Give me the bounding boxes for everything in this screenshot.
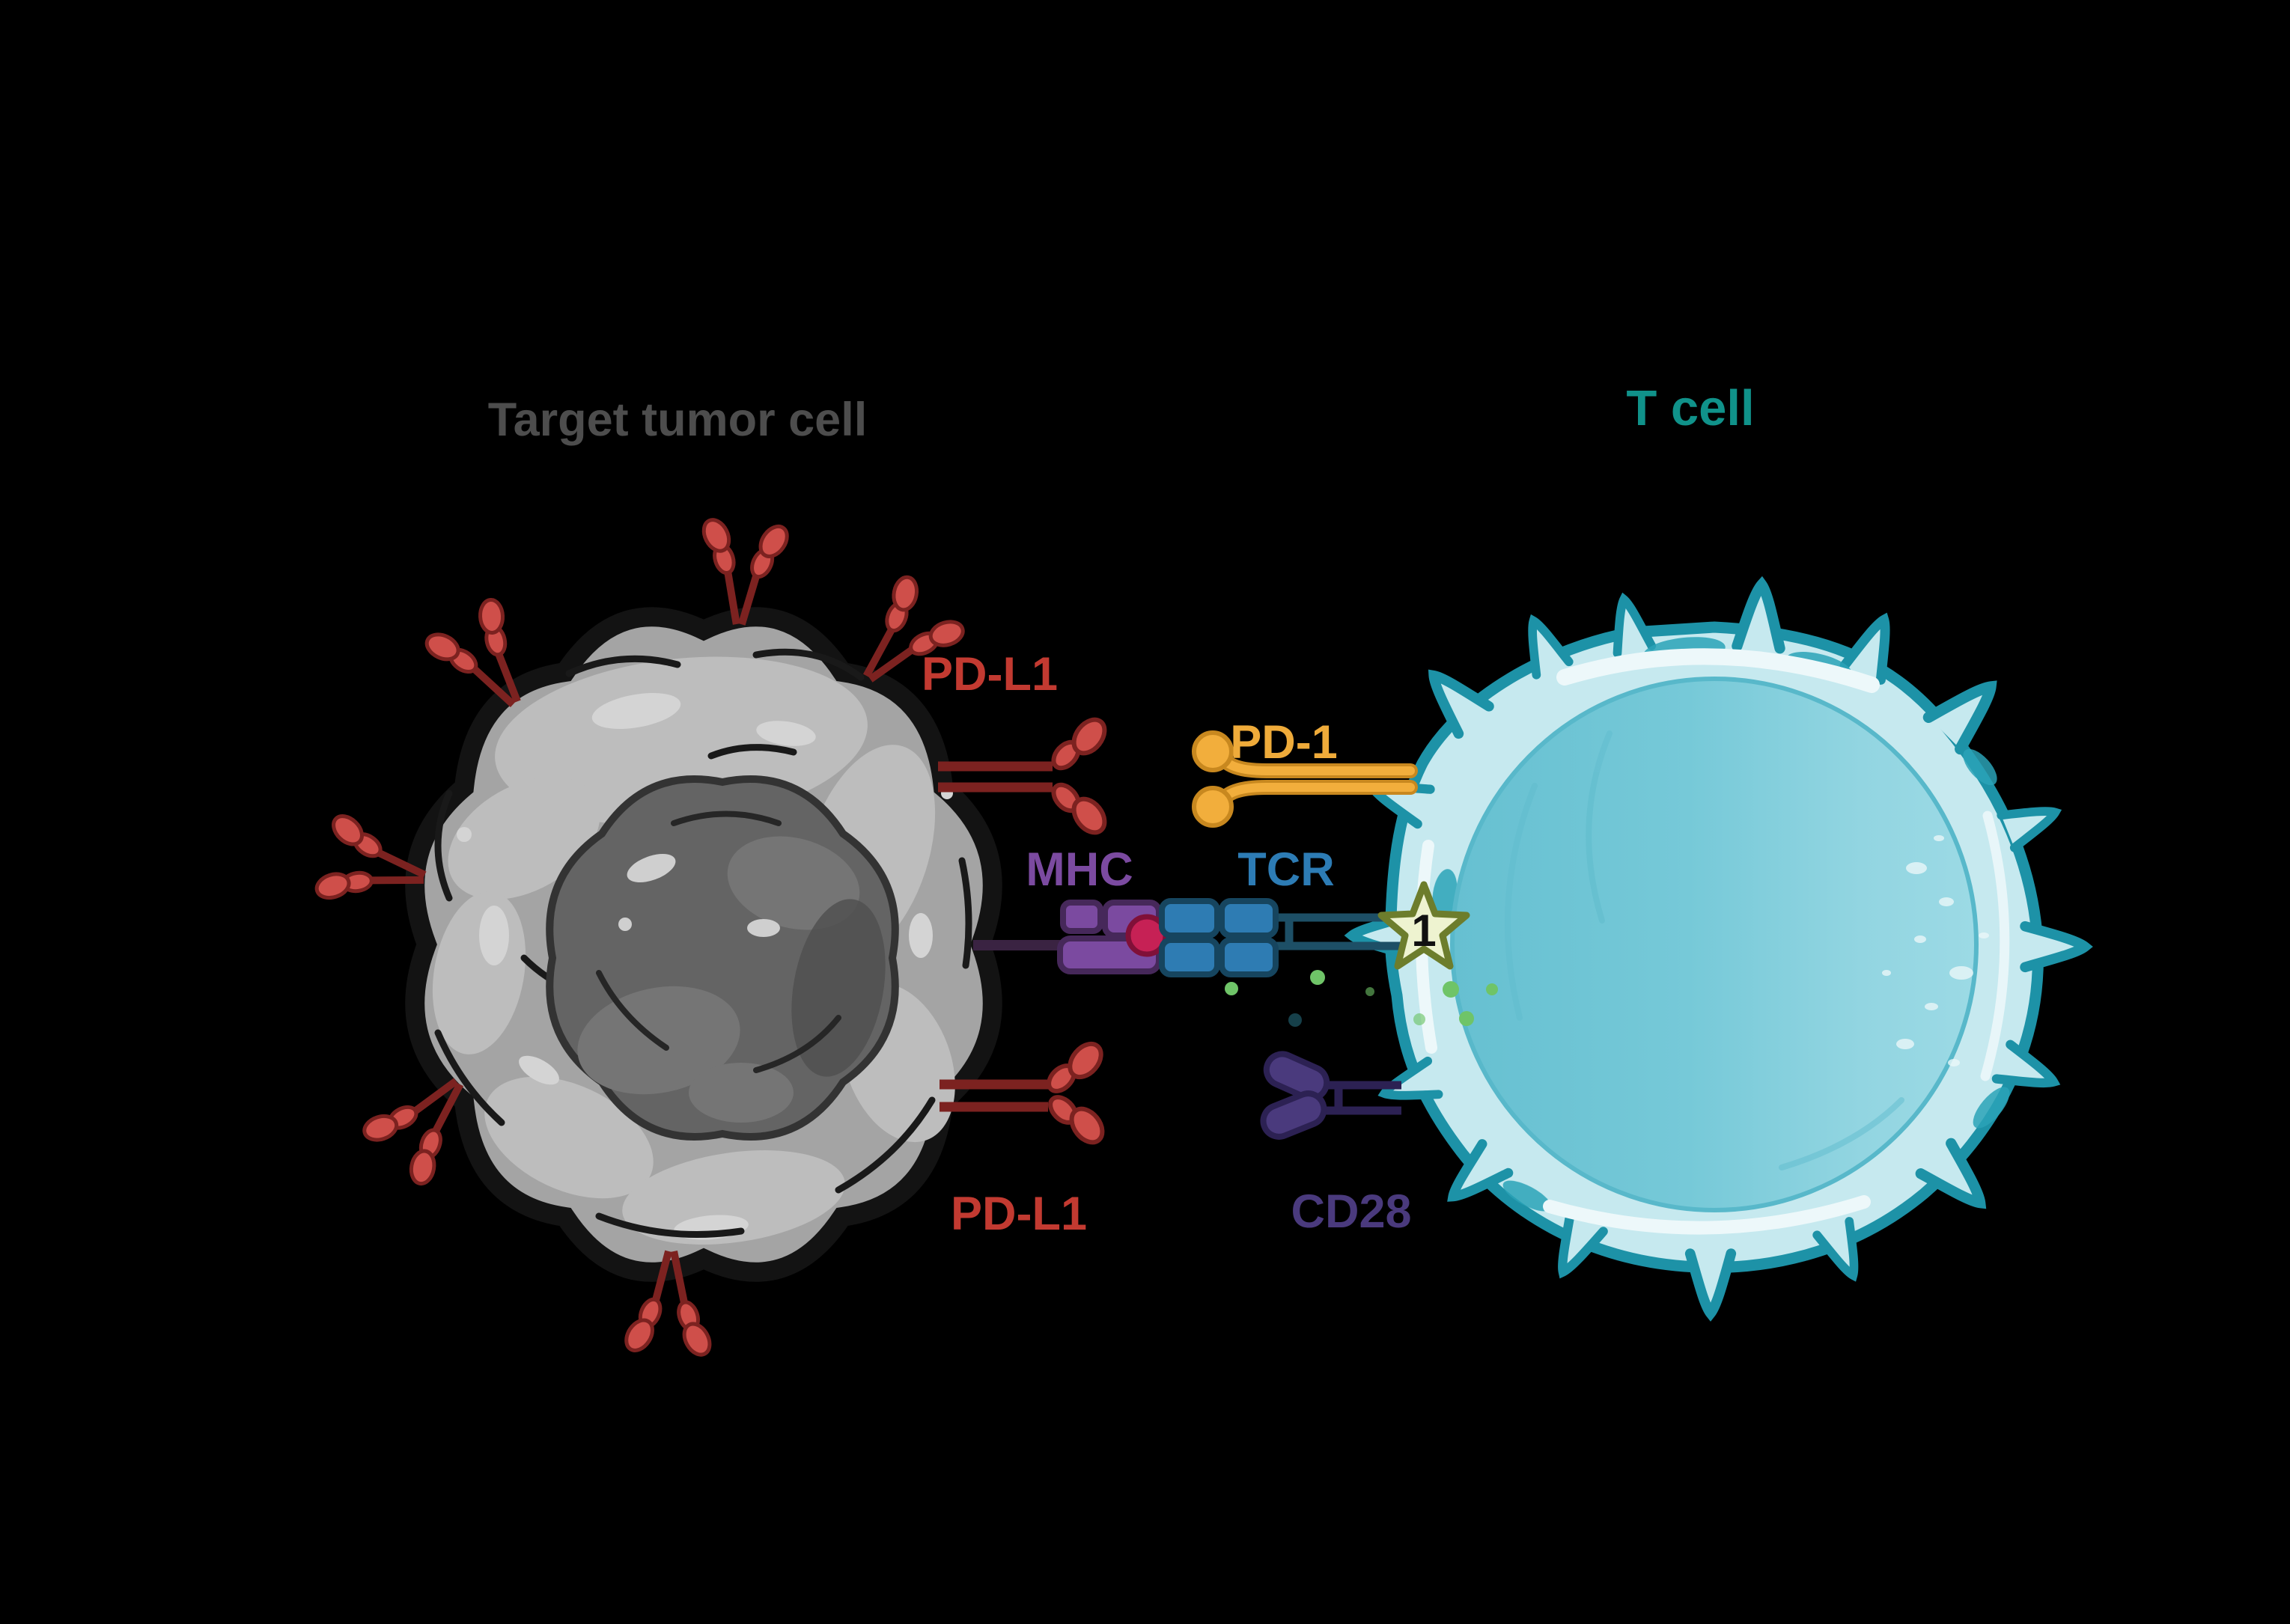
tumor-nucleus-texture (577, 811, 886, 1123)
pdl1-ligand-lower (940, 1041, 1105, 1145)
step-badge: 1 (1377, 881, 1470, 970)
tumor-cell (405, 607, 1002, 1282)
tcr-receptor (1159, 898, 1407, 977)
cd28-stalks (1324, 1081, 1401, 1115)
pd1-receptor (1192, 730, 1418, 828)
pdl1-ligand-upper (938, 717, 1107, 835)
step-badge-number: 1 (1411, 906, 1436, 956)
t-cell-nucleus-swirls (1505, 730, 1904, 1170)
dark-granule (1288, 1013, 1302, 1027)
tcr-label: TCR (1237, 843, 1334, 896)
pdl1-bottom-label: PD-L1 (951, 1188, 1087, 1240)
pdl1-top-label: PD-L1 (922, 648, 1058, 700)
cd28-domains (1260, 1051, 1330, 1140)
cytokine-granules (1225, 970, 1498, 1026)
t-cell-nucleus-specks (1882, 835, 1989, 1066)
t-cell-label: T cell (1626, 380, 1754, 436)
pd1-knob (1192, 730, 1234, 772)
tumor-cell-label: Target tumor cell (488, 394, 867, 446)
pd1-label: PD-1 (1230, 716, 1338, 769)
pd1-knob (1192, 786, 1234, 828)
tcr-domains (1159, 898, 1279, 977)
t-cell (1352, 584, 2085, 1313)
cd28-label: CD28 (1291, 1185, 1411, 1238)
tumor-highlight-patches (432, 656, 955, 1245)
cd28-receptor (1260, 1051, 1401, 1140)
t-cell-nucleus (1450, 677, 1979, 1212)
mhc-label: MHC (1026, 843, 1133, 896)
